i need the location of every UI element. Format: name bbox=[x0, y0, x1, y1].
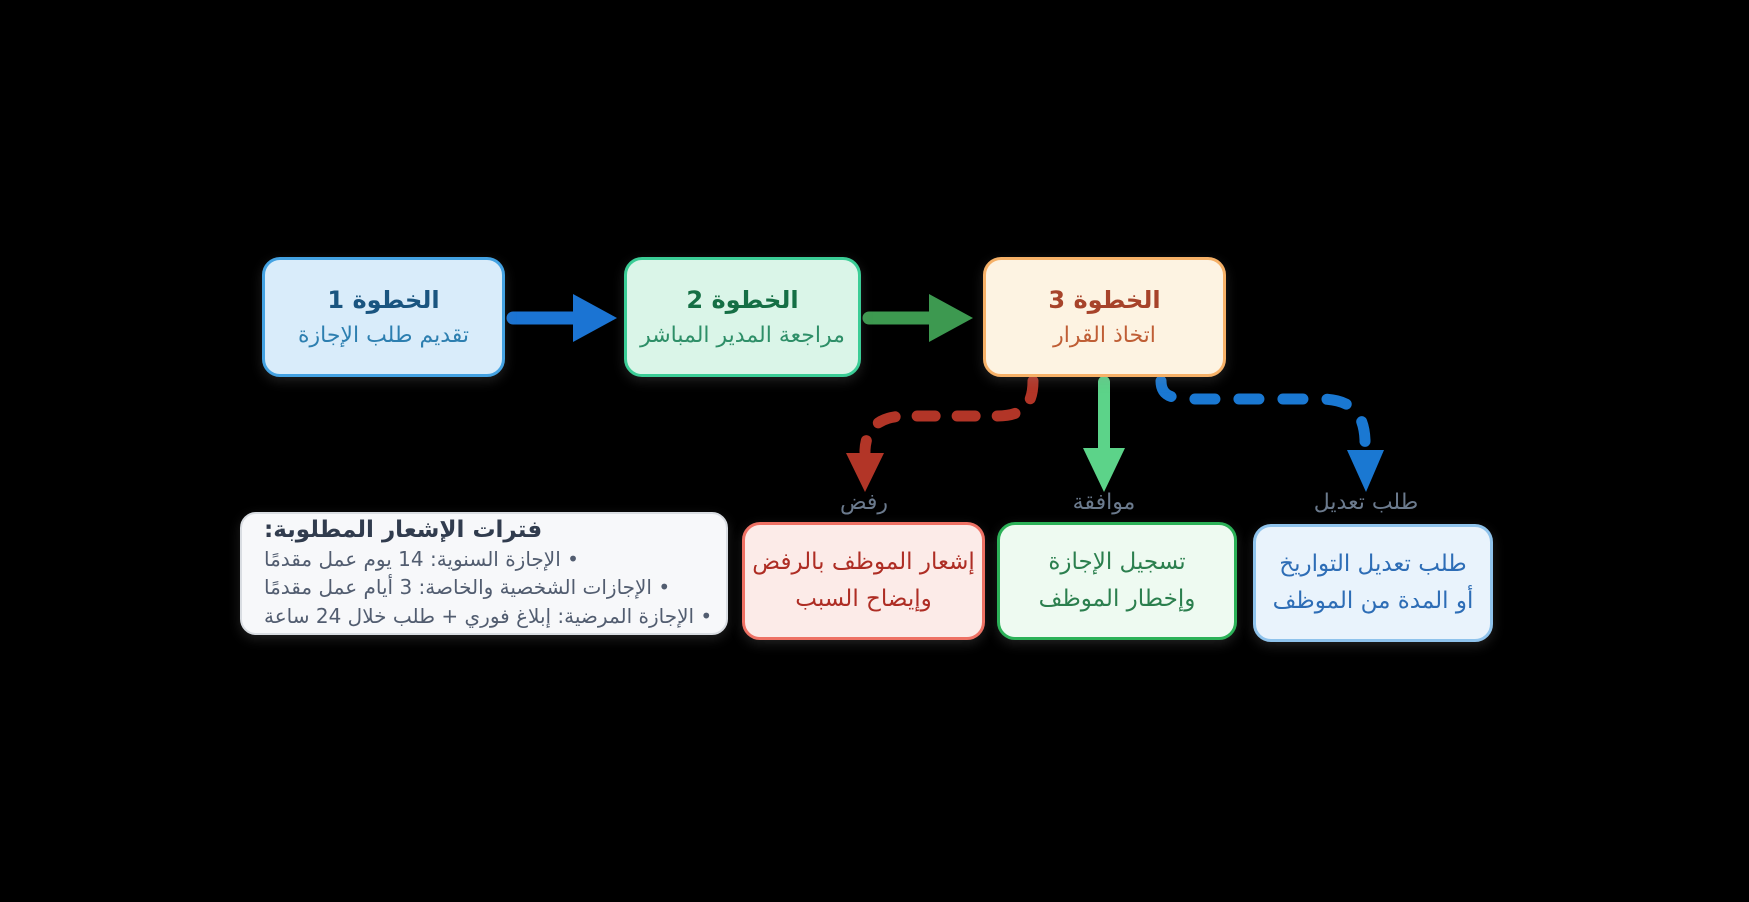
approve-line-2: وإخطار الموظف bbox=[1038, 586, 1196, 612]
reject-line-2: وإيضاح السبب bbox=[795, 586, 932, 612]
note-title: فترات الإشعار المطلوبة: bbox=[264, 516, 543, 543]
step-2-subtitle: مراجعة المدير المباشر bbox=[640, 323, 845, 348]
approve-outcome-box: تسجيل الإجازة وإخطار الموظف bbox=[997, 522, 1237, 640]
step-2-title: الخطوة 2 bbox=[686, 286, 799, 314]
modify-line-1: طلب تعديل التواريخ bbox=[1279, 551, 1467, 577]
reject-outcome-box: إشعار الموظف بالرفض وإيضاح السبب bbox=[742, 522, 985, 640]
arrow-right-green-icon bbox=[862, 294, 973, 342]
step-1-subtitle: تقديم طلب الإجازة bbox=[297, 323, 470, 348]
step-3-title: الخطوة 3 bbox=[1048, 286, 1161, 314]
note-item-annual: • الإجازة السنوية: 14 يوم عمل مقدمًا bbox=[264, 546, 579, 571]
modify-line-2: أو المدة من الموظف bbox=[1272, 588, 1474, 614]
approve-line-1: تسجيل الإجازة bbox=[1048, 549, 1186, 575]
step-3-subtitle: اتخاذ القرار bbox=[1053, 323, 1156, 348]
notice-periods-note: فترات الإشعار المطلوبة: • الإجازة السنوي… bbox=[240, 512, 728, 635]
step-1-title: الخطوة 1 bbox=[327, 286, 440, 314]
note-item-sick: • الإجازة المرضية: إبلاغ فوري + طلب خلال… bbox=[264, 603, 713, 628]
arrow-right-blue-icon bbox=[506, 294, 617, 342]
note-item-personal: • الإجازات الشخصية والخاصة: 3 أيام عمل م… bbox=[264, 575, 671, 600]
branch-label-approve: موافقة bbox=[1072, 490, 1136, 515]
reject-line-1: إشعار الموظف بالرفض bbox=[752, 549, 975, 575]
step-2-box: الخطوة 2 مراجعة المدير المباشر bbox=[624, 257, 861, 377]
step-3-box: الخطوة 3 اتخاذ القرار bbox=[983, 257, 1226, 377]
branch-label-reject: رفض bbox=[839, 490, 889, 515]
curved-arrow-modify-icon bbox=[1155, 375, 1384, 492]
branch-label-modify: طلب تعديل bbox=[1313, 490, 1419, 515]
modify-outcome-box: طلب تعديل التواريخ أو المدة من الموظف bbox=[1253, 524, 1493, 642]
arrow-down-approve-icon bbox=[1083, 376, 1125, 492]
curved-arrow-reject-icon bbox=[846, 375, 1039, 492]
step-1-box: الخطوة 1 تقديم طلب الإجازة bbox=[262, 257, 505, 377]
